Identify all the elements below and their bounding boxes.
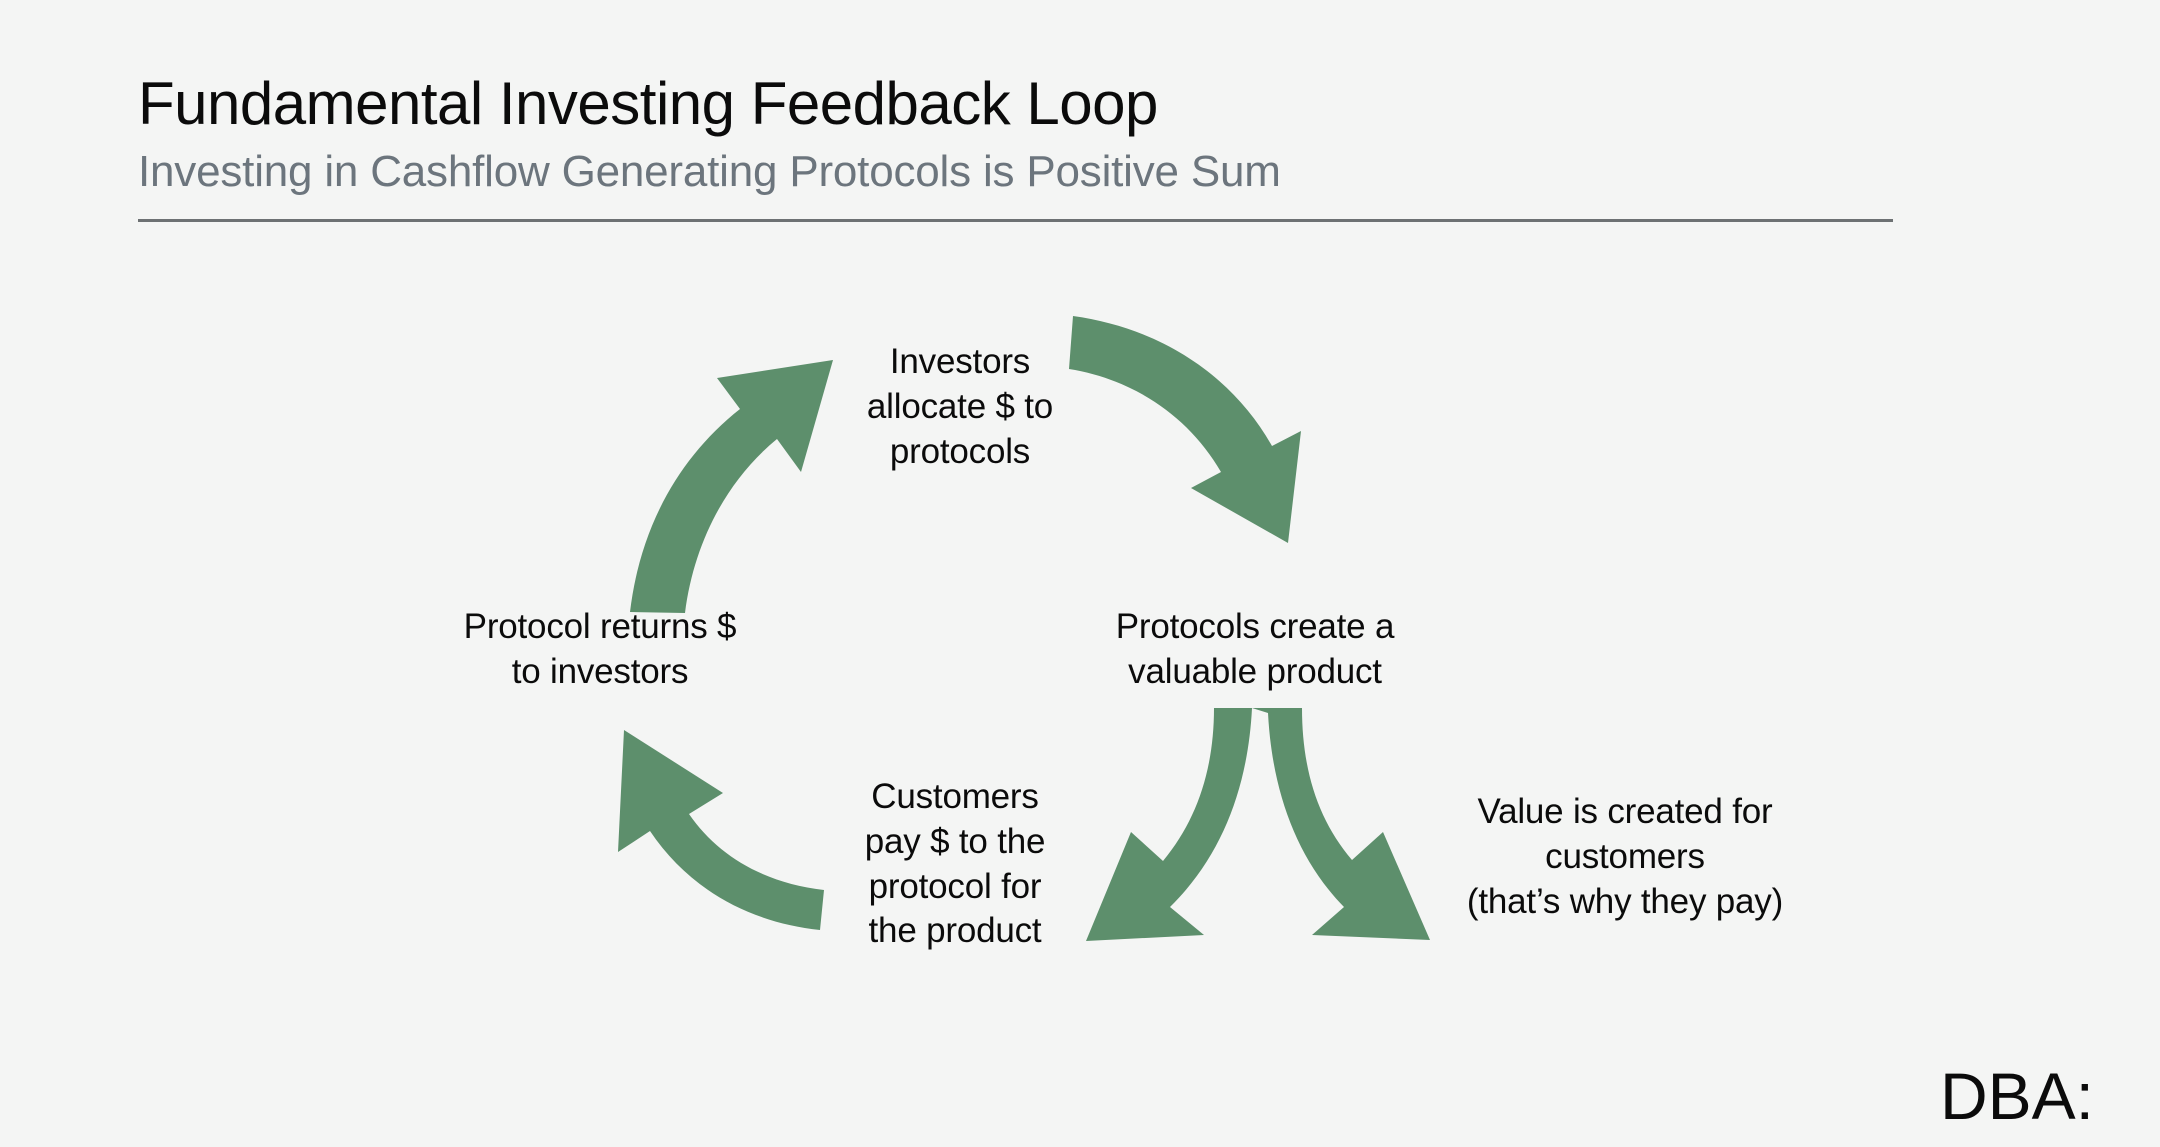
node-protocol-returns: Protocol returns $ to investors: [463, 607, 737, 691]
arrow-customers-to-returns-icon: [618, 730, 824, 930]
node-protocols-product: Protocols create a valuable product: [1115, 607, 1395, 691]
arrow-protocols-fork-icon: [1086, 708, 1430, 941]
node-customers-pay: Customers pay $ to the protocol for the …: [864, 777, 1046, 951]
node-value-customers: Value is created for customers (that’s w…: [1466, 792, 1784, 921]
feedback-loop-diagram: Investors allocate $ to protocols Protoc…: [0, 300, 2160, 1020]
page-title: Fundamental Investing Feedback Loop: [138, 70, 1158, 137]
brand-logo: DBA:: [1939, 1059, 2094, 1133]
page-subtitle: Investing in Cashflow Generating Protoco…: [138, 146, 1281, 196]
diagram-arrows-svg: [618, 316, 1430, 941]
slide-header: Fundamental Investing Feedback Loop Inve…: [138, 70, 2028, 223]
header-divider: [138, 219, 1893, 223]
arrow-investors-to-protocols-icon: [1069, 316, 1301, 543]
arrow-returns-to-investors-icon: [630, 360, 833, 613]
node-investors: Investors allocate $ to protocols: [866, 342, 1054, 471]
